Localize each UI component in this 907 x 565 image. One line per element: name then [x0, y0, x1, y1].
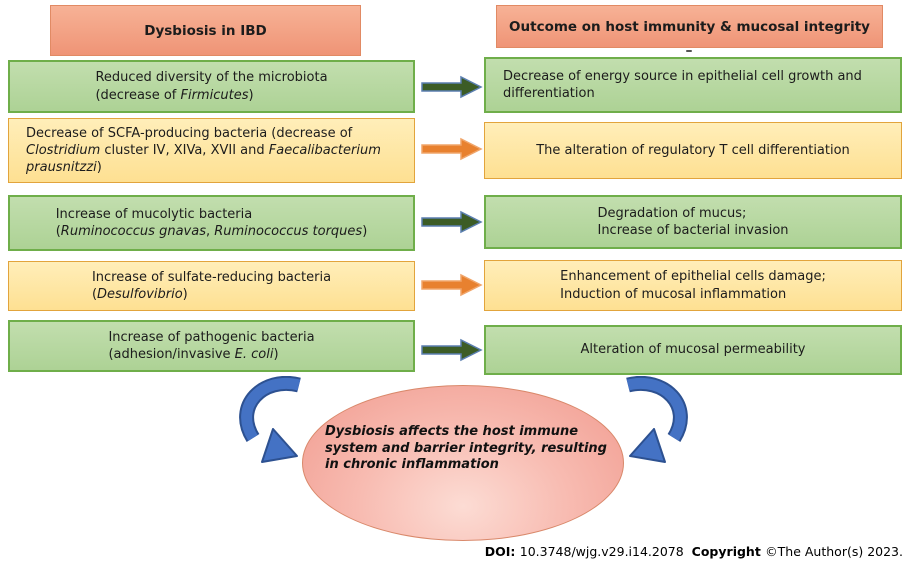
effect-box-energy-source: Decrease of energy source in epithelial …: [484, 57, 902, 113]
effect-box-treg-differentiation-text: The alteration of regulatory T cell diff…: [536, 142, 850, 158]
effect-box-treg-differentiation: The alteration of regulatory T cell diff…: [484, 122, 902, 179]
cause-box-pathogenic-bacteria: Increase of pathogenic bacteria(adhesion…: [8, 320, 415, 372]
effect-box-mucosal-permeability: Alteration of mucosal permeability: [484, 325, 902, 375]
cause-box-sulfate-reducing-text: Increase of sulfate-reducing bacteria(De…: [91, 269, 332, 302]
stray-mark: [686, 50, 692, 52]
cause-box-mucolytic-bacteria: Increase of mucolytic bacteria(Ruminococ…: [8, 195, 415, 251]
cause-box-scfa-decrease-text: Decrease of SCFA-producing bacteria (dec…: [26, 125, 381, 176]
effect-box-mucus-degradation: Degradation of mucus;Increase of bacteri…: [484, 195, 902, 249]
curved-arrow-right-icon: [622, 375, 694, 468]
right-arrow-icon: [421, 210, 483, 234]
conclusion-ellipse: [302, 385, 624, 541]
cause-box-reduced-diversity: Reduced diversity of the microbiota(decr…: [8, 60, 415, 113]
cause-box-pathogenic-bacteria-text: Increase of pathogenic bacteria(adhesion…: [108, 329, 315, 362]
right-arrow-icon: [421, 75, 483, 99]
doi-copyright-line: DOI: 10.3748/wjg.v29.i14.2078 Copyright …: [485, 544, 903, 559]
effect-box-mucosal-permeability-text: Alteration of mucosal permeability: [580, 342, 806, 358]
effect-box-epithelial-damage: Enhancement of epithelial cells damage;I…: [484, 260, 902, 311]
cause-box-reduced-diversity-text: Reduced diversity of the microbiota(decr…: [95, 70, 328, 103]
header-outcome: Outcome on host immunity & mucosal integ…: [496, 5, 883, 48]
header-outcome-label: Outcome on host immunity & mucosal integ…: [509, 18, 870, 35]
header-dysbiosis-label: Dysbiosis in IBD: [144, 22, 267, 39]
right-arrow-icon: [421, 273, 483, 297]
curved-arrow-left-icon: [233, 375, 305, 468]
cause-box-mucolytic-bacteria-text: Increase of mucolytic bacteria(Ruminococ…: [55, 206, 368, 239]
doi-copyright-text: DOI: 10.3748/wjg.v29.i14.2078 Copyright …: [484, 544, 903, 559]
header-dysbiosis-in-ibd: Dysbiosis in IBD: [50, 5, 361, 56]
cause-box-sulfate-reducing: Increase of sulfate-reducing bacteria(De…: [8, 261, 415, 311]
right-arrow-icon: [421, 338, 483, 362]
effect-box-mucus-degradation-text: Degradation of mucus;Increase of bacteri…: [597, 205, 789, 238]
effect-box-energy-source-text: Decrease of energy source in epithelial …: [503, 68, 862, 101]
right-arrow-icon: [421, 137, 483, 161]
effect-box-epithelial-damage-text: Enhancement of epithelial cells damage;I…: [560, 269, 826, 302]
cause-box-scfa-decrease: Decrease of SCFA-producing bacteria (dec…: [8, 118, 415, 183]
